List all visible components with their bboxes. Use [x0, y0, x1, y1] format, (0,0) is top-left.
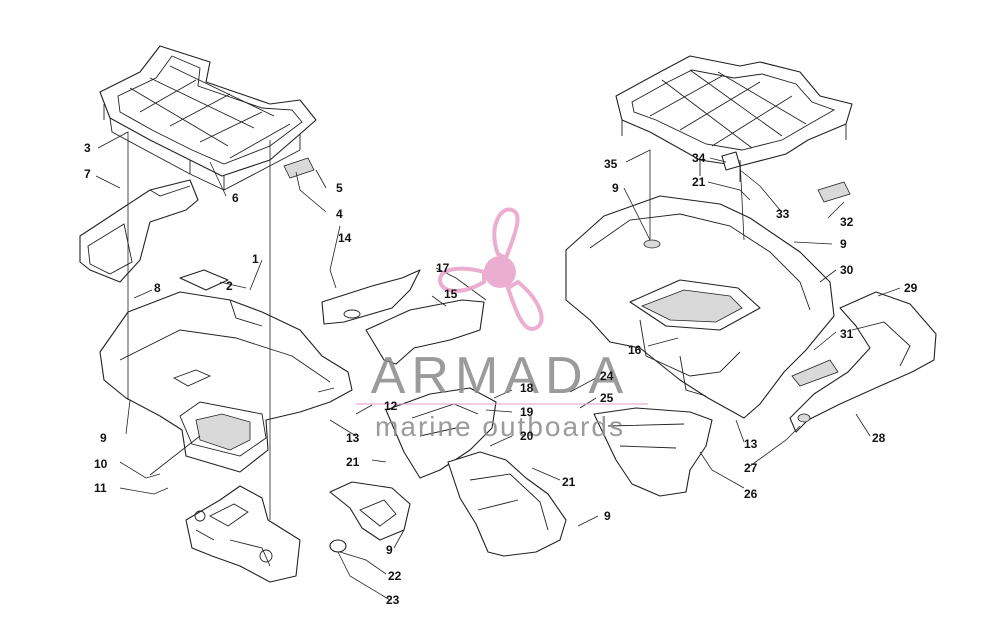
footwell-panel [447, 451, 567, 557]
side-panel-lower [365, 299, 485, 365]
callout-18: 18 [520, 381, 534, 395]
callout-24: 24 [600, 369, 614, 383]
propeller-logo [437, 207, 544, 331]
side-panel-upper [321, 269, 421, 325]
callout-9-rear-right: 9 [840, 237, 847, 251]
rear-fender-flare [789, 291, 937, 433]
rear-fender-body [565, 195, 835, 419]
callout-1: 1 [252, 252, 259, 266]
callout-22: 22 [388, 569, 402, 583]
callout-9-front: 9 [100, 431, 107, 445]
callout-20: 20 [520, 429, 534, 443]
callout-26: 26 [744, 487, 758, 501]
callout-10: 10 [94, 457, 108, 471]
callout-labels: 1 2 3 4 5 6 7 8 9 9 9 9 9 10 11 12 13 13… [84, 141, 918, 607]
callout-13-front: 13 [346, 431, 360, 445]
callout-3: 3 [84, 141, 91, 155]
callout-7: 7 [84, 167, 91, 181]
callout-34: 34 [692, 151, 706, 165]
bracket-assembly [329, 481, 411, 553]
callout-5: 5 [336, 181, 343, 195]
rear-rack [615, 55, 853, 182]
callout-27: 27 [744, 461, 758, 475]
callout-30: 30 [840, 263, 854, 277]
callout-14: 14 [338, 231, 352, 245]
callout-32: 32 [840, 215, 854, 229]
callout-33: 33 [776, 207, 790, 221]
callout-9-footwell: 9 [604, 509, 611, 523]
callout-35: 35 [604, 157, 618, 171]
callout-25: 25 [600, 391, 614, 405]
callout-23: 23 [386, 593, 400, 607]
center-skid-panel [385, 387, 497, 479]
watermark-tagline: marine outboards [375, 411, 625, 442]
rear-reflector [817, 181, 851, 203]
front-fender-flare [79, 179, 199, 283]
callout-29: 29 [904, 281, 918, 295]
callout-21-left: 21 [346, 455, 360, 469]
callout-21-center: 21 [562, 475, 576, 489]
callout-13-rear: 13 [744, 437, 758, 451]
rear-side-panel [593, 407, 713, 497]
decal-plate [179, 269, 229, 291]
callout-11: 11 [94, 481, 107, 495]
callout-9-bracket: 9 [386, 543, 393, 557]
callout-17: 17 [436, 261, 450, 275]
callout-4: 4 [336, 207, 343, 221]
callout-28: 28 [872, 431, 886, 445]
callout-2: 2 [226, 279, 233, 293]
callout-19: 19 [520, 405, 534, 419]
frame-section [185, 485, 301, 583]
watermark-brand: ARMADA [371, 347, 629, 405]
callout-12: 12 [384, 399, 398, 413]
callout-16: 16 [628, 343, 642, 357]
callout-8: 8 [154, 281, 161, 295]
callout-21-rear: 21 [692, 175, 706, 189]
callout-15: 15 [444, 287, 458, 301]
front-fender-body [99, 291, 353, 473]
watermark: ARMADA marine outboards [356, 207, 648, 442]
front-reflector [283, 157, 315, 179]
leader-lines [95, 131, 901, 601]
bracket-tab [721, 151, 741, 171]
callout-31: 31 [840, 327, 854, 341]
callout-6: 6 [232, 191, 239, 205]
callout-9-rear-upper: 9 [612, 181, 619, 195]
front-rack [99, 45, 317, 191]
